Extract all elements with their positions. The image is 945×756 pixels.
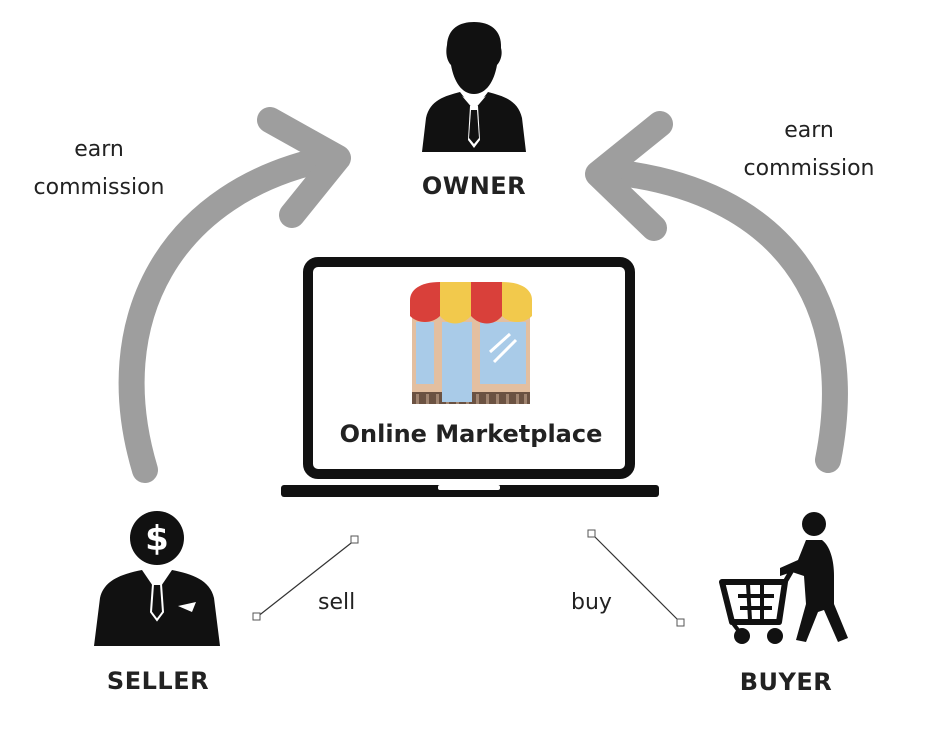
businessman-icon	[422, 22, 526, 152]
sell-connector	[252, 535, 359, 621]
left-commission-line2: commission	[33, 175, 165, 200]
shopping-cart-person-icon	[719, 512, 848, 644]
right-commission-line1: earn	[784, 118, 834, 143]
sell-label: sell	[318, 590, 356, 615]
buyer-label: BUYER	[739, 668, 833, 696]
right-commission-arrow	[585, 111, 848, 473]
buy-label: buy	[571, 590, 612, 615]
laptop-icon	[281, 257, 659, 497]
left-commission-line1: earn	[74, 137, 124, 162]
dollar-head-businessman-icon: $	[94, 511, 220, 646]
right-commission-label: earn commission	[724, 112, 894, 188]
left-commission-arrow	[118, 107, 351, 483]
storefront-icon	[410, 282, 532, 404]
buy-connector	[587, 529, 685, 627]
svg-text:$: $	[145, 519, 169, 559]
right-commission-line2: commission	[743, 156, 875, 181]
marketplace-title: Online Marketplace	[339, 420, 603, 448]
owner-label: OWNER	[421, 172, 527, 200]
left-commission-label: earn commission	[14, 131, 184, 207]
seller-label: SELLER	[106, 667, 210, 695]
